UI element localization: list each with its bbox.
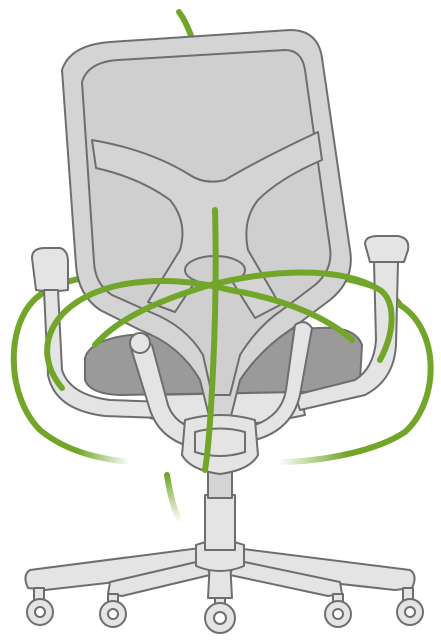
armrest-pivot [130, 333, 150, 353]
cylinder-lower [205, 495, 235, 550]
armrest-right-pad [365, 236, 408, 262]
caster-hub [35, 607, 45, 617]
armrest-left-pad [32, 248, 68, 292]
caster-hub [405, 607, 415, 617]
caster-hub [214, 612, 226, 624]
vertical-arc-bottom [167, 475, 180, 522]
tilt-ring [195, 429, 245, 457]
gas-cylinder [205, 470, 235, 550]
tilt-mechanism [182, 415, 258, 474]
caster-hub [333, 609, 343, 619]
caster-hub [108, 609, 118, 619]
